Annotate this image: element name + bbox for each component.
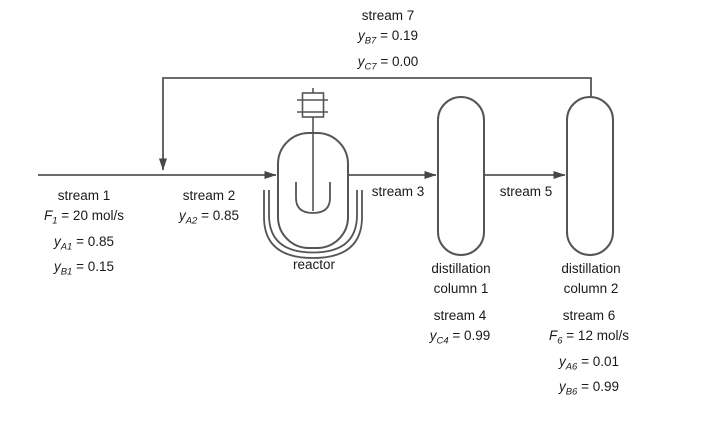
property-value: = 0.01: [577, 353, 619, 369]
property-value: = 0.15: [72, 259, 114, 275]
variable-subscript: 1: [52, 215, 58, 227]
property-value: = 0.99: [577, 379, 619, 395]
stream-6-label: stream 6 F6 = 12 mol/s yA6 = 0.01 yB6 = …: [549, 306, 629, 403]
stream-7-label: stream 7 yB7 = 0.19 yC7 = 0.00: [358, 6, 419, 77]
stream-title: stream 2: [182, 188, 236, 203]
stream-property: F1 = 20 mol/s: [44, 206, 124, 232]
distillation-column-1-shape: [437, 96, 485, 256]
stream-title: stream 3: [371, 184, 425, 199]
stream-title: stream 6: [562, 308, 616, 323]
stream-5-label: stream 5: [500, 182, 553, 202]
property-value: = 0.99: [448, 328, 491, 343]
stream-property: yA6 = 0.01: [549, 352, 629, 378]
variable-symbol: y: [357, 53, 365, 69]
variable-subscript: C4: [436, 335, 449, 347]
variable-symbol: y: [429, 328, 437, 343]
impeller-shape: [295, 182, 331, 214]
reactor-label: reactor: [293, 255, 335, 275]
stream-3-label: stream 3: [372, 182, 425, 202]
stream-property: yB6 = 0.99: [549, 377, 629, 403]
stream-title: stream 1: [57, 188, 111, 203]
property-value: = 0.19: [376, 28, 418, 43]
stream-property: yB7 = 0.19: [358, 26, 419, 52]
stream-title: stream 5: [499, 184, 553, 199]
stream-1-label: stream 1 F1 = 20 mol/s yA1 = 0.85 yB1 = …: [44, 186, 124, 283]
stream-property: yA1 = 0.85: [44, 232, 124, 258]
variable-symbol: y: [559, 379, 566, 395]
property-value: = 0.85: [72, 233, 114, 249]
variable-subscript: C7: [364, 61, 377, 73]
variable-subscript: A1: [60, 241, 73, 253]
variable-symbol: y: [179, 208, 186, 223]
variable-symbol: y: [54, 233, 61, 249]
column-2-label: distillation column 2: [561, 259, 620, 299]
stream-property: yC4 = 0.99: [430, 326, 491, 352]
variable-symbol: y: [358, 28, 365, 43]
reactor-jacket-inner-shape: [268, 190, 358, 254]
column-1-label: distillation column 1: [431, 259, 490, 299]
stream-4-label: stream 4 yC4 = 0.99: [430, 306, 491, 352]
property-value: = 0.00: [376, 53, 419, 69]
variable-symbol: F: [549, 328, 558, 343]
variable-subscript: B7: [364, 35, 377, 47]
recycle-stream-line: [159, 77, 592, 171]
motor-body: [301, 92, 325, 118]
property-value: = 20 mol/s: [57, 208, 124, 223]
stream-property: F6 = 12 mol/s: [549, 326, 629, 352]
property-value: = 0.85: [197, 208, 239, 223]
property-value: = 12 mol/s: [562, 328, 629, 343]
stream-property: yA2 = 0.85: [179, 206, 239, 232]
equipment-name: reactor: [292, 257, 336, 272]
equipment-name-line2: column 2: [563, 281, 619, 296]
variable-symbol: y: [559, 353, 566, 369]
variable-subscript: B1: [60, 267, 73, 279]
stream-title: stream 7: [361, 8, 415, 23]
equipment-name-line1: distillation: [561, 261, 621, 276]
variable-subscript: 6: [557, 335, 563, 347]
equipment-name-line1: distillation: [431, 261, 491, 276]
variable-subscript: A6: [565, 361, 578, 373]
stream-property: yB1 = 0.15: [44, 257, 124, 283]
stream-2-label: stream 2 yA2 = 0.85: [179, 186, 239, 232]
variable-symbol: F: [44, 208, 53, 223]
variable-subscript: B6: [565, 387, 578, 399]
distillation-column-2-shape: [566, 96, 614, 256]
reactor-jacket-outer-shape: [263, 190, 363, 259]
stream-property: yC7 = 0.00: [358, 52, 419, 78]
equipment-name-line2: column 1: [433, 281, 489, 296]
variable-subscript: A2: [185, 215, 198, 227]
stream-title: stream 4: [433, 308, 487, 323]
variable-symbol: y: [54, 259, 61, 275]
